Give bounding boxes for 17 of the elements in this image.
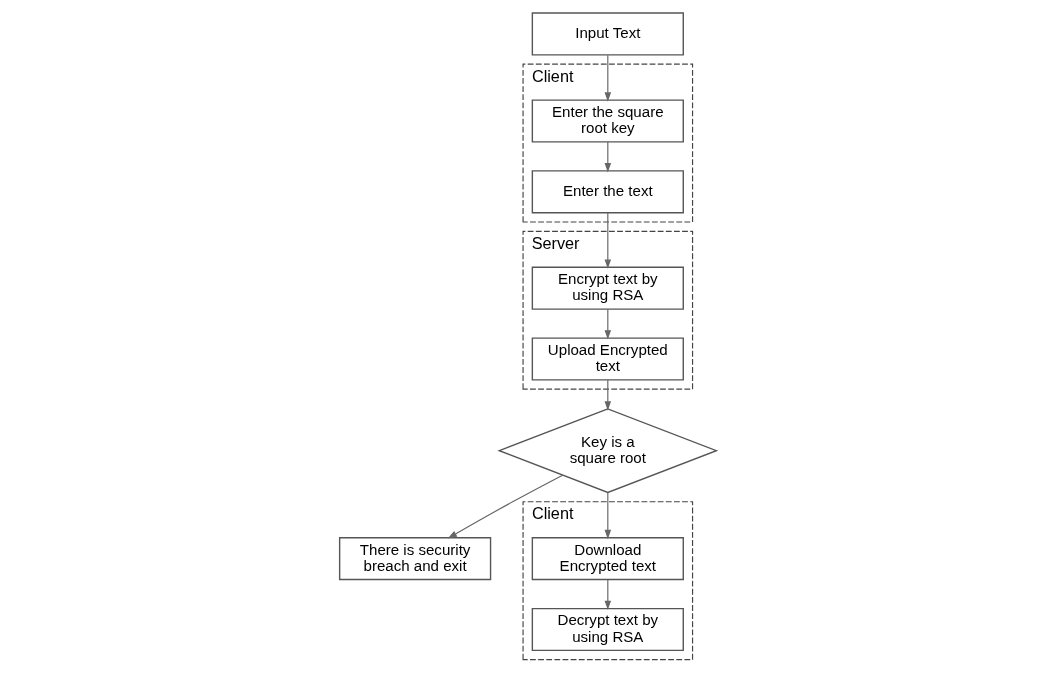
node-box: Decrypt text by using RSA [531, 607, 684, 652]
arrow [604, 212, 612, 269]
node-box: There is security breach and exit [338, 537, 492, 581]
node-box: Input Text [531, 12, 684, 56]
node-box: Upload Encrypted text [531, 337, 684, 381]
arrow [604, 54, 612, 102]
node-box: Encrypt text by using RSA [531, 266, 684, 310]
arrow [604, 379, 612, 411]
node-box: Download Encrypted text [531, 537, 684, 581]
node-box: Enter the square root key [531, 99, 684, 143]
arrow [604, 579, 612, 611]
arrow [604, 141, 612, 173]
node-box: Enter the text [531, 170, 684, 214]
arrow [447, 474, 564, 539]
arrow [604, 492, 612, 540]
arrow [604, 308, 612, 340]
node-diamond: Key is a square root [497, 408, 719, 494]
